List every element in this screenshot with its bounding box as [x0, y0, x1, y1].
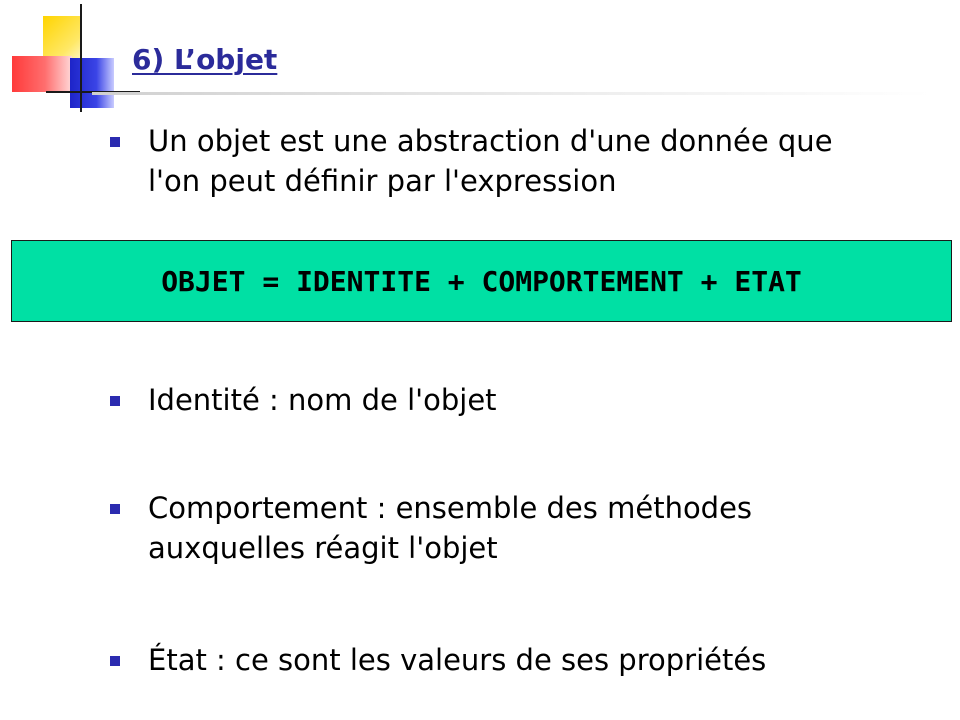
bullet-text-line: Identité : nom de l'objet: [148, 383, 497, 417]
bullet-text-line: État : ce sont les valeurs de ses propri…: [148, 643, 767, 677]
bullet-item-etat: État : ce sont les valeurs de ses propri…: [110, 640, 767, 680]
formula-text: OBJET = IDENTITE + COMPORTEMENT + ETAT: [161, 264, 802, 298]
bullet-item-identite: Identité : nom de l'objet: [110, 380, 497, 420]
bullet-text-line: auxquelles réagit l'objet: [148, 531, 498, 565]
blue-square: [70, 58, 114, 108]
bullet-item-definition: Un objet est une abstraction d'une donné…: [110, 121, 833, 201]
colored-squares-logo-icon: [0, 0, 140, 120]
square-bullet-icon: [110, 656, 120, 666]
bullet-text-line: Comportement : ensemble des méthodes: [148, 491, 753, 525]
title-divider: [92, 92, 932, 95]
bullet-item-comportement: Comportement : ensemble des méthodes aux…: [110, 488, 753, 568]
logo-vertical-line: [80, 4, 82, 112]
slide-title: 6) L’objet: [132, 43, 278, 76]
red-square: [12, 56, 72, 92]
square-bullet-icon: [110, 396, 120, 406]
formula-box: OBJET = IDENTITE + COMPORTEMENT + ETAT: [11, 240, 952, 322]
yellow-square: [43, 16, 81, 60]
bullet-text-line: Un objet est une abstraction d'une donné…: [148, 124, 833, 158]
square-bullet-icon: [110, 504, 120, 514]
bullet-text-line: l'on peut définir par l'expression: [148, 164, 617, 198]
square-bullet-icon: [110, 137, 120, 147]
